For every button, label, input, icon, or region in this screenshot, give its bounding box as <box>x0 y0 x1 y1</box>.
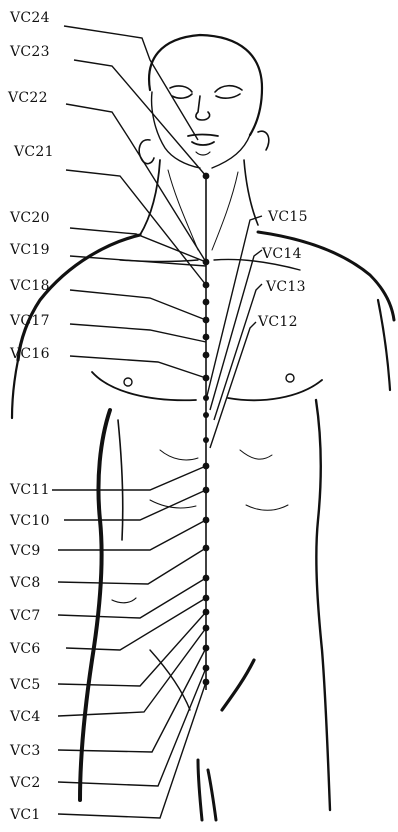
chin <box>196 152 210 155</box>
left-eye <box>170 86 192 98</box>
leader-vc11 <box>52 466 206 490</box>
left-arm-line <box>12 360 18 418</box>
label-vc14: VC14 <box>261 246 302 262</box>
label-vc5: VC5 <box>9 677 41 693</box>
point-vc13 <box>203 437 209 443</box>
point-vc18 <box>203 334 210 341</box>
left-inguinal <box>150 650 190 710</box>
neck-muscle-left <box>168 170 198 250</box>
label-vc3: VC3 <box>9 743 41 759</box>
human-figure <box>12 35 394 820</box>
label-vc23: VC23 <box>9 44 50 60</box>
right-torso-side <box>316 400 330 810</box>
label-vc15: VC15 <box>267 209 308 225</box>
label-vc1: VC1 <box>9 807 41 823</box>
abs-line-1 <box>160 450 198 460</box>
leader-vc17 <box>70 324 206 342</box>
label-vc12: VC12 <box>257 314 298 330</box>
point-vc20 <box>203 299 210 306</box>
label-vc4: VC4 <box>9 709 41 725</box>
left-pectoral <box>92 372 196 400</box>
left-ear <box>139 140 154 164</box>
label-vc13: VC13 <box>265 279 306 295</box>
right-eye <box>215 86 242 98</box>
left-nipple <box>124 378 132 386</box>
label-vc22: VC22 <box>7 90 48 106</box>
leader-vc6 <box>66 598 206 650</box>
leader-vc16 <box>70 356 206 378</box>
right-pectoral <box>228 380 322 400</box>
leader-vc10 <box>64 490 206 520</box>
abs-line-3 <box>150 500 196 508</box>
label-vc6: VC6 <box>9 641 41 657</box>
label-vc21: VC21 <box>13 144 54 160</box>
leader-vc24 <box>64 26 198 140</box>
right-leg-inner <box>208 770 216 820</box>
nose <box>196 96 210 120</box>
neck-muscle-right <box>212 172 238 250</box>
navel <box>112 598 136 603</box>
label-vc2: VC2 <box>9 775 41 791</box>
leader-vc8 <box>58 548 206 584</box>
left-leg-inner <box>198 760 202 820</box>
label-vc11: VC11 <box>9 482 50 498</box>
neck-right <box>244 160 258 225</box>
abs-line-2 <box>240 450 272 459</box>
right-nipple <box>286 374 294 382</box>
label-vc9: VC9 <box>9 543 41 559</box>
leader-vc22 <box>66 104 206 262</box>
abs-line-4 <box>246 505 288 510</box>
label-vc24: VC24 <box>9 10 50 26</box>
right-inguinal <box>222 660 254 710</box>
point-vc17 <box>203 352 210 359</box>
leader-vc14 <box>210 250 262 410</box>
leader-vc4 <box>58 628 206 716</box>
label-vc17: VC17 <box>9 313 50 329</box>
label-vc8: VC8 <box>9 575 41 591</box>
left-flank-inner <box>118 420 123 540</box>
label-vc20: VC20 <box>9 210 50 226</box>
leader-vc9 <box>58 520 206 550</box>
label-vc10: VC10 <box>9 513 50 529</box>
leader-vc23 <box>74 60 206 176</box>
label-vc7: VC7 <box>9 608 41 624</box>
mouth <box>188 135 218 146</box>
leader-vc3 <box>58 648 206 752</box>
right-arm-line <box>378 300 390 390</box>
left-torso-side <box>80 410 110 800</box>
right-ear <box>258 131 269 150</box>
label-vc16: VC16 <box>9 346 50 362</box>
label-vc19: VC19 <box>9 242 50 258</box>
point-vc14 <box>203 412 209 418</box>
label-vc18: VC18 <box>9 278 50 294</box>
leader-vc18 <box>70 290 206 320</box>
